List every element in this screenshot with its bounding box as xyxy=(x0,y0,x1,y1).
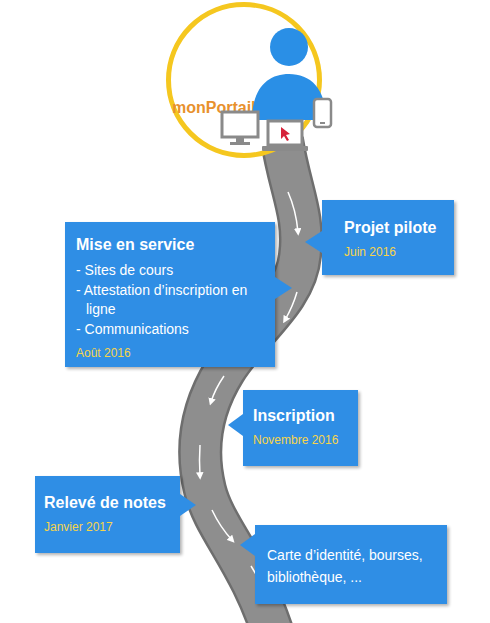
monitor-base xyxy=(230,142,250,145)
feature-item: - Sites de cours xyxy=(76,261,275,281)
milestone-callout: InscriptionNovembre 2016 xyxy=(243,390,358,466)
person-body xyxy=(252,74,326,120)
brand-name: monPortail xyxy=(172,98,256,118)
callout-pointer-shape xyxy=(180,494,196,516)
callout-pointer xyxy=(65,222,66,223)
milestone-title: Relevé de notes xyxy=(44,493,180,513)
milestone-callout: Projet piloteJuin 2016 xyxy=(322,200,454,275)
road-arrow xyxy=(212,510,232,540)
milestone-date: Janvier 2017 xyxy=(44,519,180,535)
road-arrow xyxy=(211,376,224,402)
monitor-icon xyxy=(222,112,258,137)
callout-pointer xyxy=(255,525,256,526)
person-head xyxy=(270,28,308,66)
milestone-callout: Mise en service - Sites de cours- Attesta… xyxy=(65,222,275,367)
road-arrow xyxy=(199,445,201,476)
laptop-base xyxy=(262,146,308,151)
road-arrow xyxy=(285,292,297,320)
phone-icon xyxy=(314,99,331,127)
feature-item: - Attestation d’inscription en ligne xyxy=(76,281,275,320)
milestone-title: Mise en service xyxy=(76,235,275,255)
cursor-icon xyxy=(281,127,290,141)
milestone-date: Juin 2016 xyxy=(344,244,454,260)
portal-circle: monPortail xyxy=(166,2,322,158)
phone-button xyxy=(320,122,325,124)
callout-pointer xyxy=(243,390,244,391)
callout-pointer xyxy=(322,200,323,201)
milestone-title: Projet pilote xyxy=(344,218,454,238)
milestone-date: Août 2016 xyxy=(76,345,275,361)
callout-pointer xyxy=(35,476,36,477)
callout-pointer-shape xyxy=(305,231,322,253)
callout-pointer-shape xyxy=(228,414,243,436)
milestone-text: Carte d’identité, bourses, bibliothèque,… xyxy=(267,544,447,588)
laptop-screen xyxy=(268,121,302,145)
milestone-callout: Carte d’identité, bourses, bibliothèque,… xyxy=(255,525,447,604)
milestone-date: Novembre 2016 xyxy=(253,432,358,448)
callout-pointer-shape xyxy=(275,277,292,299)
feature-item: - Communications xyxy=(76,320,275,340)
callout-pointer-shape xyxy=(240,534,255,556)
milestone-callout: Relevé de notesJanvier 2017 xyxy=(35,476,180,553)
road-arrow xyxy=(288,192,298,232)
milestone-title: Inscription xyxy=(253,406,358,426)
monitor-stand xyxy=(236,137,244,143)
